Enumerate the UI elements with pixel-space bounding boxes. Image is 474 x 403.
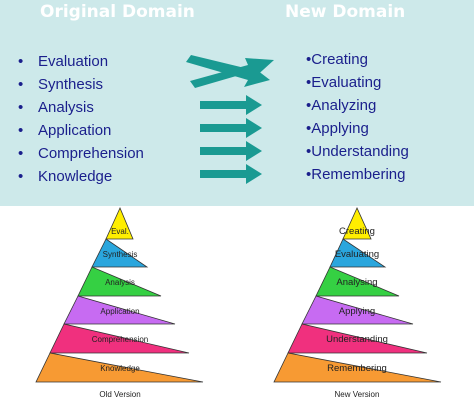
old-label-knowledge: Knowledge [100, 364, 140, 373]
old-label-eval: Eval. [111, 227, 129, 236]
mapping-arrows [186, 55, 274, 184]
pyramids-area: Eval. Synthesis Analysis Application Com… [35, 206, 442, 399]
old-level-synthesis [91, 238, 149, 268]
original-domain-title: Original Domain [40, 2, 195, 22]
new-label-analysing: Analysing [336, 277, 377, 288]
old-level-eval [105, 206, 134, 240]
new-level-understanding [287, 323, 428, 354]
new-label-understanding: Understanding [326, 334, 388, 345]
old-label-synthesis: Synthesis [103, 250, 138, 259]
new-level-applying [301, 295, 414, 325]
new-level-remembering [273, 352, 442, 383]
old-label-comprehension: Comprehension [92, 335, 148, 344]
new-level-creating [342, 207, 372, 240]
new-label-applying: Applying [339, 306, 375, 317]
new-item-understanding: •Understanding [306, 143, 409, 160]
old-version-caption: Old Version [99, 390, 140, 399]
old-level-application [63, 295, 176, 325]
old-label-application: Application [100, 307, 139, 316]
new-domain-title: New Domain [285, 2, 406, 22]
new-item-analyzing: •Analyzing [306, 97, 377, 114]
new-item-applying: •Applying [306, 120, 369, 137]
arrow-comprehension-icon [200, 141, 262, 161]
old-level-analysis [77, 266, 162, 297]
original-item-application: •Application [18, 122, 112, 139]
new-level-evaluating [329, 238, 387, 268]
original-item-synthesis: •Synthesis [18, 76, 104, 93]
old-label-analysis: Analysis [105, 278, 135, 287]
original-item-evaluation: •Evaluation [18, 53, 109, 70]
new-item-creating: •Creating [306, 51, 368, 68]
new-label-remembering: Remembering [327, 363, 387, 374]
new-label-creating: Creating [339, 226, 375, 237]
old-pyramid: Eval. Synthesis Analysis Application Com… [35, 206, 204, 399]
new-label-evaluating: Evaluating [335, 249, 379, 260]
original-item-comprehension: •Comprehension [18, 145, 144, 162]
old-level-comprehension [49, 323, 190, 354]
new-item-evaluating: •Evaluating [306, 74, 382, 91]
cross-arrow-up-icon [190, 58, 274, 88]
new-item-remembering: •Remembering [306, 166, 406, 183]
domain-comparison-panel: Original Domain New Domain •Evaluation •… [0, 0, 474, 206]
new-version-caption: New Version [335, 390, 380, 399]
original-item-knowledge: •Knowledge [18, 168, 113, 185]
old-level-knowledge [35, 352, 204, 383]
new-pyramid: Creating Evaluating Analysing Applying U… [273, 207, 442, 399]
arrow-application-icon [200, 118, 262, 138]
arrow-knowledge-icon [200, 164, 262, 184]
new-level-analysing [315, 266, 400, 297]
arrow-analysis-icon [200, 95, 262, 115]
original-item-analysis: •Analysis [18, 99, 94, 116]
